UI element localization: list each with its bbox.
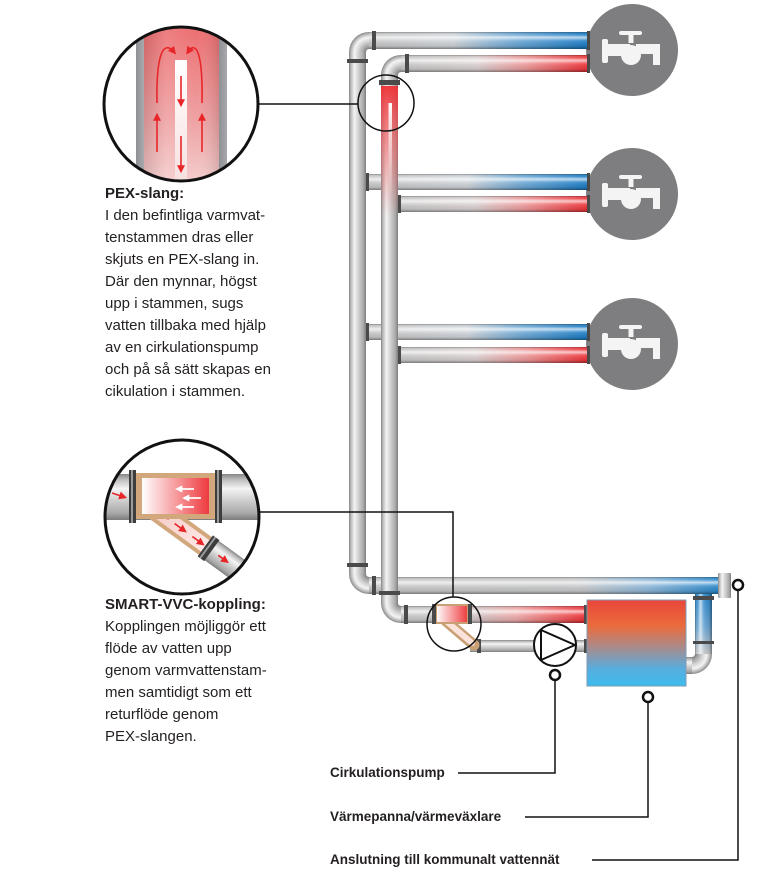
flow-arrows <box>153 45 206 174</box>
arrow-right-icon <box>111 491 128 500</box>
pex-zoom-content <box>105 28 257 180</box>
pex-description: PEX-slang: I den befintliga varmvat- ten… <box>105 183 271 403</box>
pex-hose-outlet <box>388 103 392 198</box>
label-nodes <box>548 578 745 704</box>
pex-title: PEX-slang: <box>105 185 185 202</box>
cold-branch-tap-3 <box>366 324 590 340</box>
smart-vvc-description: SMART-VVC-koppling: Kopplingen möjliggör… <box>105 594 267 748</box>
arrow-right-icon <box>191 535 205 546</box>
white-flow-arrows <box>175 485 201 511</box>
faucet-icon <box>602 31 660 65</box>
pump-label: Cirkulationspump <box>330 765 445 780</box>
cold-pipe-collars <box>347 31 590 595</box>
pump-triangle-icon <box>540 629 576 661</box>
callout-leader-line <box>259 511 454 597</box>
pipe-wall-right <box>219 28 227 180</box>
connection-label: Anslutning till kommunalt vattennät <box>330 852 560 867</box>
label-leader-lines <box>458 590 739 861</box>
smart-vvc-fitting <box>432 604 480 651</box>
pex-zoom-callout <box>102 25 415 183</box>
cold-main-horizontal <box>369 577 720 594</box>
cold-riser-vertical <box>349 52 366 574</box>
cold-elbow-bottom <box>349 574 369 594</box>
boiler-heat-exchanger <box>586 599 687 687</box>
hot-elbow-top <box>381 55 401 75</box>
pump-leader-line <box>458 680 556 774</box>
circulation-pump <box>533 623 577 667</box>
zoom-circle-small <box>426 596 482 652</box>
zoom-fitting-hot-chamber <box>142 478 209 514</box>
boiler-node <box>641 690 655 704</box>
cold-supply-pipe <box>347 31 731 598</box>
zoom-circle-small <box>357 74 415 132</box>
faucet-icon <box>602 175 660 209</box>
tap-3 <box>586 298 678 390</box>
hot-branch-tap-1 <box>401 55 590 72</box>
arrow-right-icon <box>174 522 187 533</box>
pex-line: av en cirkulationspump <box>105 339 259 356</box>
arrow-curve-icon <box>186 45 203 104</box>
pex-line: vatten tillbaka med hjälp <box>105 317 266 334</box>
smart-vvc-title: SMART-VVC-koppling: <box>105 596 266 613</box>
tap-2 <box>586 148 678 240</box>
pex-line: upp i stammen, sugs <box>105 295 244 312</box>
cold-elbow-top <box>349 32 369 52</box>
pex-line: skjuts en PEX-slang in. <box>105 251 260 268</box>
boiler-leader-line <box>525 702 649 818</box>
boiler-feed-pipe <box>684 594 714 674</box>
faucet-icon <box>602 325 660 359</box>
smart-vvc-line: returflöde genom <box>105 706 219 723</box>
zoom-circle-large <box>103 438 261 596</box>
pex-line: Där den mynnar, högst <box>105 273 257 290</box>
arrow-curve-icon <box>156 45 177 104</box>
smart-vvc-line: PEX-slangen. <box>105 728 197 745</box>
pipe-wall-left <box>136 28 144 180</box>
connection-leader-line <box>592 590 739 861</box>
pex-line: och på så sätt skapas en <box>105 361 271 378</box>
pex-line: tenstammen dras eller <box>105 229 254 246</box>
cold-branch-tap-1 <box>369 32 590 49</box>
cold-branch-tap-2 <box>366 174 590 190</box>
hot-pipe-collars <box>379 54 590 624</box>
pipe-end-cap <box>718 573 731 598</box>
hot-branch-tap-3 <box>398 347 590 363</box>
smart-vvc-line: flöde av vatten upp <box>105 640 232 657</box>
tap-1 <box>586 4 678 96</box>
hot-elbow-bottom <box>381 603 401 623</box>
hot-branch-tap-2 <box>398 196 590 212</box>
smart-vvc-line: Kopplingen möjliggör ett <box>105 618 266 635</box>
arrow-right-icon <box>217 554 229 564</box>
boiler-label: Värmepanna/värmeväxlare <box>330 809 502 824</box>
smart-vvc-line: men samtidigt som ett <box>105 684 252 701</box>
smart-vvc-line: genom varmvattenstam- <box>105 662 267 679</box>
pex-line: cikulation i stammen. <box>105 383 246 400</box>
pex-hose <box>175 60 187 180</box>
pex-line: I den befintliga varmvat- <box>105 207 266 224</box>
connection-node <box>731 578 745 592</box>
pump-node <box>548 668 562 682</box>
